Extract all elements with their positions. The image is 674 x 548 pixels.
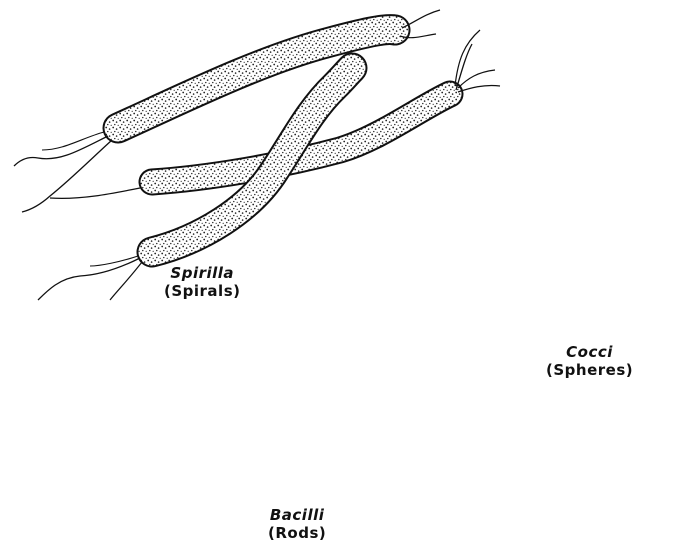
cocci-label: Cocci (Spheres): [546, 343, 633, 379]
bacilli-label: Bacilli (Rods): [268, 506, 326, 542]
bacilli-name: Bacilli: [268, 506, 326, 524]
cocci-name: Cocci: [546, 343, 633, 361]
spirilla-group: [14, 10, 500, 300]
spirilla-common-name: (Spirals): [164, 282, 240, 300]
cocci-common-name: (Spheres): [546, 361, 633, 379]
bacilli-common-name: (Rods): [268, 524, 326, 542]
spirilla-label: Spirilla (Spirals): [164, 264, 240, 300]
spirilla-name: Spirilla: [164, 264, 240, 282]
